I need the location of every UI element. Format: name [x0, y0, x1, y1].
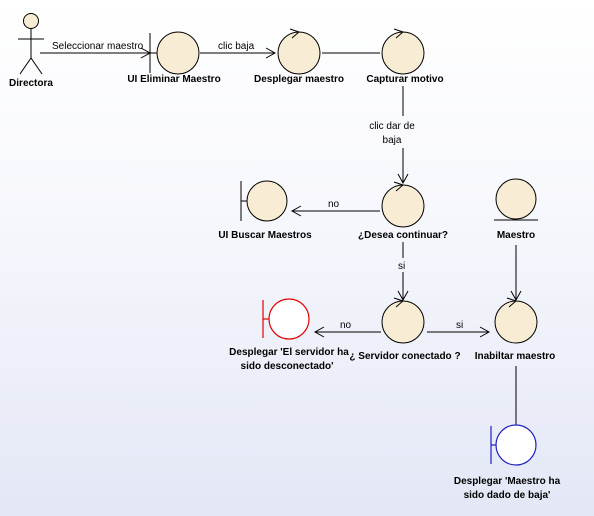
edge-label-no-2: no [340, 320, 352, 331]
edge-label-clic-dar-1: clic dar de [369, 121, 415, 132]
boundary-icon [240, 180, 288, 222]
control-desea-continuar[interactable]: ¿Desea continuar? [358, 181, 448, 241]
control-inhabilitar-maestro[interactable]: Inabiltar maestro [475, 297, 556, 362]
edge-no-error: no [313, 320, 381, 338]
error-label-line2: sido desconectado' [241, 361, 334, 372]
edge-si-inhabilitar: si [427, 320, 491, 338]
node-label: UI Eliminar Maestro [127, 74, 220, 85]
info-boundary-circle [495, 424, 537, 466]
edge-label-clic-baja: clic baja [218, 41, 255, 52]
info-label-line2: sido dado de baja' [464, 490, 551, 501]
control-icon [277, 28, 321, 75]
node-label: Inabiltar maestro [475, 351, 556, 362]
boundary-ui-eliminar-maestro[interactable]: UI Eliminar Maestro [127, 31, 221, 85]
edge-no-buscar: no [290, 199, 380, 217]
boundary-servidor-desconectado[interactable]: Desplegar 'El servidor ha sido desconect… [229, 298, 349, 372]
info-label-line1: Desplegar 'Maestro ha [454, 476, 561, 487]
node-label: Maestro [497, 230, 535, 241]
edge-label-seleccionar: Seleccionar maestro [52, 41, 144, 52]
boundary-icon [262, 298, 310, 340]
node-label: ¿Desea continuar? [358, 230, 448, 241]
boundary-icon [490, 424, 537, 466]
entity-icon [494, 178, 538, 221]
edge-clic-baja: clic baja [200, 41, 277, 59]
actor-icon [18, 13, 44, 75]
edge-label-clic-dar-2: baja [383, 135, 402, 146]
boundary-ui-buscar-maestros[interactable]: UI Buscar Maestros [218, 180, 312, 241]
control-icon [494, 297, 538, 344]
control-icon [381, 297, 425, 344]
control-desplegar-maestro[interactable]: Desplegar maestro [254, 28, 344, 85]
actor-directora[interactable]: Directora [9, 13, 53, 90]
control-icon [381, 181, 425, 228]
error-label-line1: Desplegar 'El servidor ha [229, 347, 349, 358]
control-icon [381, 28, 425, 75]
edge-label-si-1: si [398, 261, 405, 272]
node-label: Capturar motivo [366, 74, 443, 85]
edge-label-no-1: no [328, 199, 340, 210]
control-capturar-motivo[interactable]: Capturar motivo [366, 28, 444, 85]
node-label: Desplegar maestro [254, 74, 344, 85]
edge-label-si-2: si [456, 320, 463, 331]
actor-label: Directora [9, 78, 53, 89]
node-label: UI Buscar Maestros [218, 230, 312, 241]
edge-si-servidor: si [397, 242, 409, 302]
control-servidor-conectado[interactable]: ¿ Servidor conectado ? [349, 297, 461, 362]
edge-seleccionar-maestro: Seleccionar maestro [40, 41, 152, 59]
edge-clic-dar-de-baja: clic dar de baja [369, 86, 415, 185]
error-boundary-circle [268, 298, 310, 340]
entity-maestro[interactable]: Maestro [494, 178, 538, 241]
boundary-icon [149, 31, 200, 75]
boundary-maestro-dado-de-baja[interactable]: Desplegar 'Maestro ha sido dado de baja' [454, 424, 561, 501]
node-label: ¿ Servidor conectado ? [349, 351, 460, 362]
